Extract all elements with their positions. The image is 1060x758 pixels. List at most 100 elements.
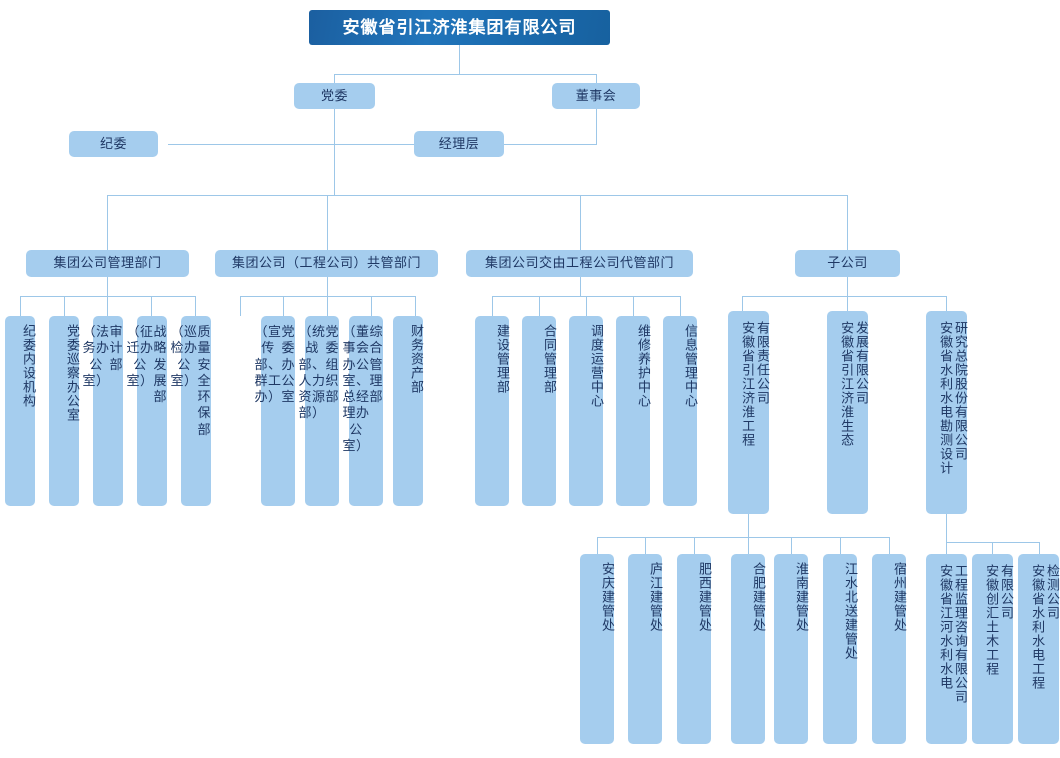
node-office-lujiang[interactable]: 庐江建管处	[628, 554, 663, 744]
connector	[539, 296, 540, 316]
node-dept-audit[interactable]: 审计部 （法务办公室）	[82, 316, 123, 506]
node-dept-contract-management[interactable]: 合同管理部	[522, 316, 557, 506]
connector	[459, 45, 460, 74]
node-label-left: 安徽创汇土木工程	[984, 564, 1000, 676]
node-office-jiangshuibeisong[interactable]: 江水北送建管处	[823, 554, 858, 744]
node-vertical-wrap: 战略发展部 （征迁办公室）	[126, 316, 167, 506]
node-label-left: 安徽省引江济淮生态	[839, 321, 855, 447]
node-sub-yjjh-ecology[interactable]: 发展有限公司 安徽省引江济淮生态	[827, 311, 869, 514]
node-dept-discipline-internal[interactable]: 纪委内设机构	[5, 316, 36, 506]
node-sublabel: （巡检办公室）	[170, 324, 198, 388]
connector	[596, 109, 597, 144]
connector	[195, 296, 196, 316]
connector	[742, 296, 743, 311]
node-label: 建设管理部	[495, 324, 510, 394]
node-label: 党委组织部	[325, 324, 339, 404]
category-group-management-departments[interactable]: 集团公司管理部门	[26, 250, 189, 277]
node-label: 审计部	[109, 324, 123, 372]
connector	[791, 537, 792, 554]
category-jointly-managed-departments[interactable]: 集团公司（工程公司）共管部门	[215, 250, 438, 277]
node-vertical-wrap: 党委办公室 （宣传部、群工办）	[254, 316, 295, 506]
connector	[371, 296, 372, 316]
node-sub-chuanghui-civil[interactable]: 有限公司 安徽创汇土木工程	[972, 554, 1014, 744]
node-dept-general-management[interactable]: 综合管理部 （董事会办公室、总经理办公室）	[342, 316, 383, 506]
connector	[748, 514, 749, 554]
node-sub-water-design-institute[interactable]: 研究总院股份有限公司 安徽省水利水电勘测设计	[926, 311, 968, 514]
node-label: 肥西建管处	[697, 562, 712, 632]
node-sublabel: （统战部、人力资源部）	[298, 324, 326, 421]
node-sub-yjjh-engineering[interactable]: 有限责任公司 安徽省引江济淮工程	[728, 311, 770, 514]
node-vertical-wrap: 研究总院股份有限公司 安徽省水利水电勘测设计	[926, 311, 968, 514]
node-label-left: 安徽省引江济淮工程	[740, 321, 756, 447]
node-label-alt: 党委巡察办公室	[65, 324, 80, 422]
connector	[415, 296, 416, 316]
node-label: 庐江建管处	[648, 562, 663, 632]
node-dept-construction-management[interactable]: 建设管理部	[475, 316, 510, 506]
category-delegated-departments[interactable]: 集团公司交由工程公司代管部门	[466, 250, 693, 277]
connector	[597, 537, 889, 538]
node-label-right: 有限公司	[999, 564, 1014, 620]
node-label: 安庆建管处	[600, 562, 615, 632]
node-dept-party-organization[interactable]: 党委组织部 （统战部、人力资源部）	[298, 316, 339, 506]
node-board-of-directors[interactable]: 董事会	[552, 83, 640, 109]
connector	[1039, 542, 1040, 554]
connector	[327, 195, 328, 250]
node-office-anqing[interactable]: 安庆建管处	[580, 554, 615, 744]
connector	[645, 537, 646, 554]
node-vertical-wrap: 审计部 （法务办公室）	[82, 316, 123, 506]
node-discipline-committee[interactable]: 纪委	[69, 131, 158, 157]
connector	[107, 195, 108, 250]
connector	[889, 537, 890, 554]
node-label: 纪委内设机构	[21, 324, 36, 408]
node-sublabel: （法务办公室）	[82, 324, 110, 388]
node-label-left: 安徽省江河水利水电	[938, 564, 954, 690]
node-center-information-management[interactable]: 信息管理中心	[663, 316, 698, 506]
connector	[580, 195, 581, 250]
node-label: 合肥建管处	[751, 562, 766, 632]
node-label-right: 研究总院股份有限公司	[953, 321, 968, 461]
node-vertical-wrap: 有限责任公司 安徽省引江济淮工程	[728, 311, 770, 514]
node-sub-jianghe-supervision[interactable]: 工程监理咨询有限公司 安徽省江河水利水电	[926, 554, 968, 744]
connector	[847, 296, 848, 311]
node-office-hefei[interactable]: 合肥建管处	[731, 554, 766, 744]
connector	[107, 277, 108, 296]
connector	[151, 296, 152, 316]
connector	[847, 195, 848, 250]
node-management-layer[interactable]: 经理层	[414, 131, 504, 157]
node-center-maintenance[interactable]: 维修养护中心	[616, 316, 651, 506]
node-vertical-wrap: 质量安全环保部 （巡检办公室）	[170, 316, 211, 506]
connector	[680, 296, 681, 316]
node-center-dispatch-operation[interactable]: 调度运营中心	[569, 316, 604, 506]
node-office-feixi[interactable]: 肥西建管处	[677, 554, 712, 744]
node-label: 党委办公室	[281, 324, 295, 404]
node-vertical-wrap: 有限公司 安徽创汇土木工程	[972, 554, 1014, 744]
node-vertical-wrap: 检测公司 安徽省水利水电工程	[1018, 554, 1060, 744]
node-label-right: 有限责任公司	[755, 321, 770, 405]
node-dept-party-inspection-office[interactable]: 党委巡察办公室	[49, 316, 80, 506]
connector	[492, 296, 493, 316]
node-label-right: 检测公司	[1045, 564, 1060, 620]
connector	[283, 296, 284, 316]
node-office-huainan[interactable]: 淮南建管处	[774, 554, 809, 744]
node-vertical-wrap: 党委组织部 （统战部、人力资源部）	[298, 316, 339, 506]
node-dept-strategic-development[interactable]: 战略发展部 （征迁办公室）	[126, 316, 167, 506]
node-label: 淮南建管处	[794, 562, 809, 632]
node-party-committee[interactable]: 党委	[294, 83, 375, 109]
connector	[992, 542, 993, 554]
connector	[694, 537, 695, 554]
node-sub-testing-company[interactable]: 检测公司 安徽省水利水电工程	[1018, 554, 1060, 744]
node-sublabel: （董事会办公室、总经理办公室）	[342, 324, 370, 453]
connector	[334, 74, 597, 75]
connector	[327, 277, 328, 296]
node-dept-quality-safety-environment[interactable]: 质量安全环保部 （巡检办公室）	[170, 316, 211, 506]
node-dept-finance-assets[interactable]: 财务资产部	[393, 316, 424, 506]
connector	[847, 277, 848, 296]
root-node[interactable]: 安徽省引江济淮集团有限公司	[309, 10, 610, 45]
connector	[107, 296, 108, 316]
category-subsidiaries[interactable]: 子公司	[795, 250, 900, 277]
node-office-suzhou[interactable]: 宿州建管处	[872, 554, 907, 744]
node-label: 宿州建管处	[892, 562, 907, 632]
node-label: 合同管理部	[542, 324, 557, 394]
connector	[334, 74, 335, 83]
node-dept-party-committee-office[interactable]: 党委办公室 （宣传部、群工办）	[254, 316, 295, 506]
